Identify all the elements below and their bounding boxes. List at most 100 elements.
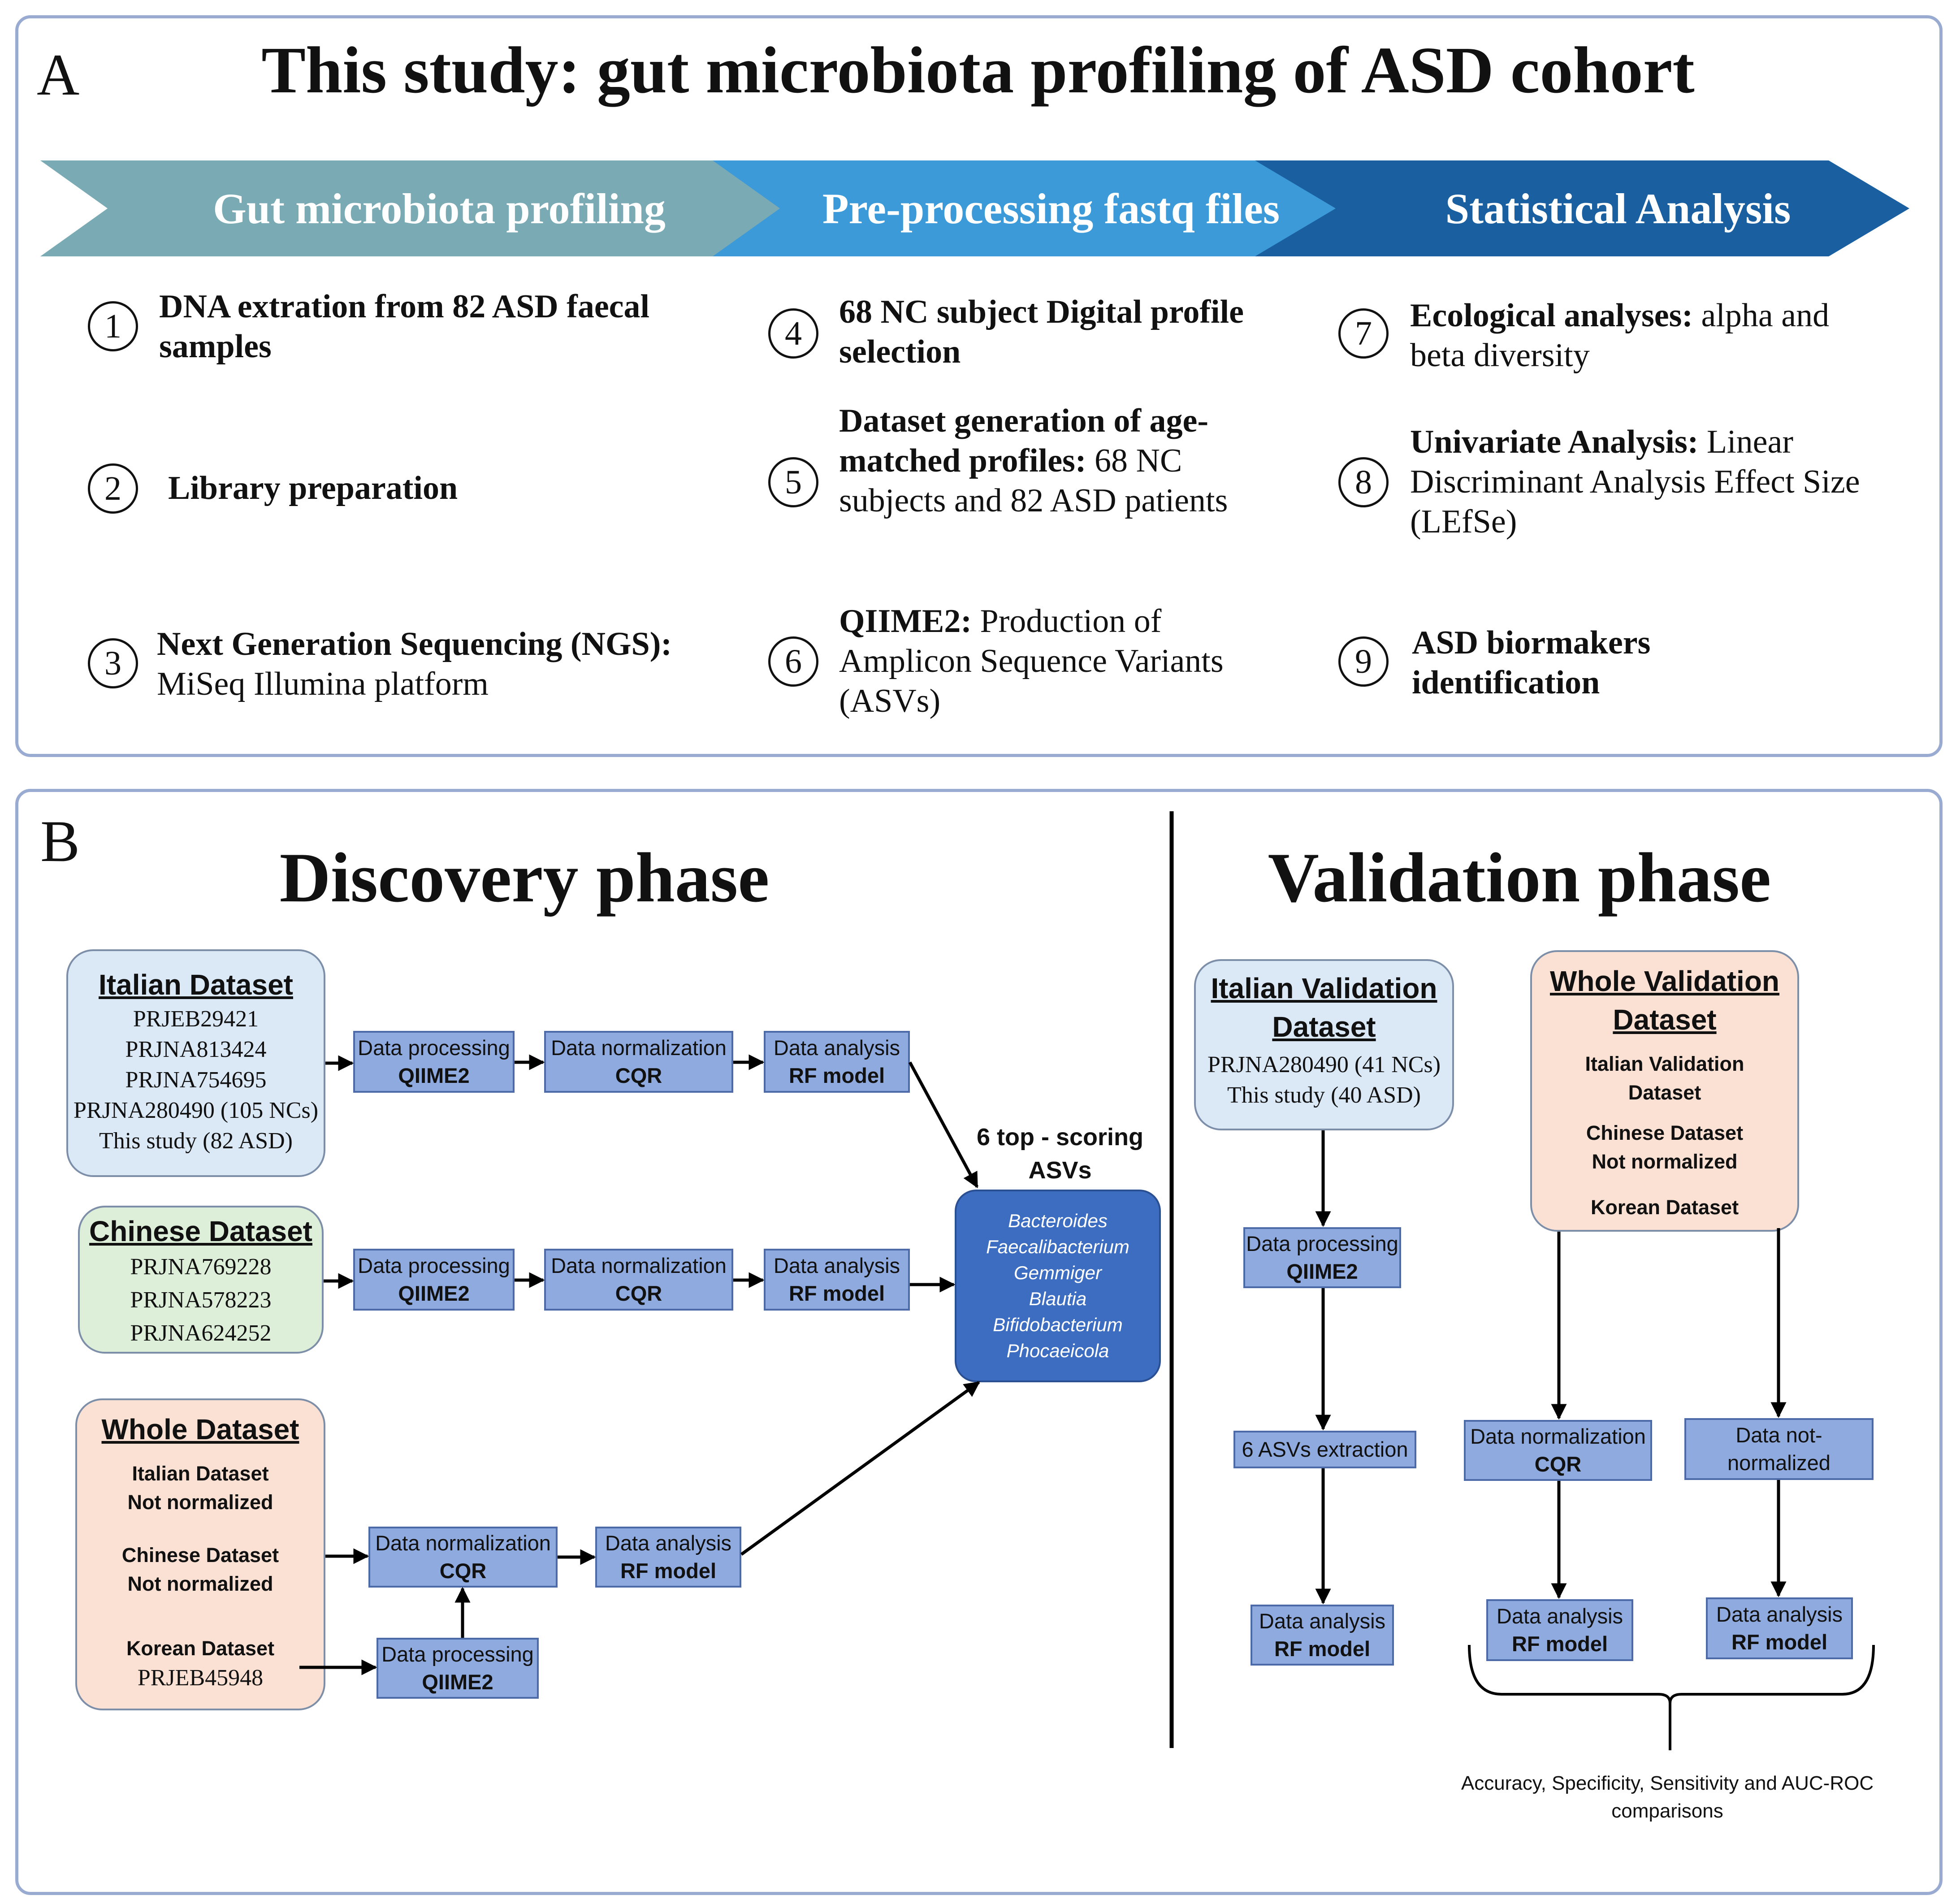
whole-validation-chinese-l1: Chinese Dataset: [1586, 1121, 1744, 1144]
step-circle-6: 6: [768, 636, 818, 687]
normalization-box-validation: Data normalization CQR: [1464, 1420, 1652, 1481]
step-3-bold: Next Generation Sequencing (NGS):: [157, 626, 672, 662]
chinese-item-3: PRJNA624252: [130, 1320, 272, 1346]
processing-label: Data processing: [358, 1254, 510, 1277]
top-asvs-label: 6 top - scoring ASVs: [937, 1121, 1183, 1187]
step-2-bold: Library preparation: [168, 470, 458, 506]
qiime-label: QIIME2: [398, 1064, 470, 1087]
processing-box-italian: Data processing QIIME2: [353, 1031, 515, 1093]
top-asvs-label-l2: ASVs: [1028, 1157, 1092, 1184]
step-8-bold: Univariate Analysis:: [1410, 424, 1699, 460]
whole-validation-korean: Korean Dataset: [1590, 1196, 1739, 1219]
whole-chinese-l1: Chinese Dataset: [121, 1544, 279, 1566]
step-7-rest: alpha and beta diversity: [1410, 297, 1830, 374]
panel-a: [15, 15, 1943, 757]
italian-item-2: PRJNA813424: [125, 1037, 267, 1062]
rf-label: RF model: [788, 1064, 885, 1087]
whole-validation-box: Whole Validation Dataset Italian Validat…: [1530, 950, 1799, 1232]
step-text-3: Next Generation Sequencing (NGS): MiSeq …: [157, 624, 749, 704]
normalization-label: Data normalization: [375, 1531, 551, 1555]
top-asvs-label-l1: 6 top - scoring: [976, 1124, 1143, 1151]
chinese-dataset-title: Chinese Dataset: [89, 1215, 312, 1247]
qiime-label: QIIME2: [1286, 1259, 1358, 1283]
italian-item-4: PRJNA280490 (105 NCs): [73, 1098, 319, 1123]
whole-validation-italian-l2: Dataset: [1628, 1081, 1701, 1104]
step-text-7: Ecological analyses: alpha and beta dive…: [1410, 296, 1858, 376]
cqr-label: CQR: [615, 1064, 662, 1087]
step-circle-3: 3: [88, 638, 138, 688]
normalization-label: Data normalization: [1470, 1424, 1646, 1448]
processing-label: Data processing: [358, 1036, 510, 1060]
step-8-rest: Linear Discriminant Analysis Effect Size…: [1410, 424, 1860, 540]
not-normalized-box: Data not- normalized: [1684, 1418, 1874, 1480]
whole-validation-chinese-l2: Not normalized: [1592, 1150, 1738, 1173]
cqr-label: CQR: [439, 1559, 487, 1583]
arrow-label-2: Pre-processing fastq files: [822, 184, 1280, 233]
step-circle-8: 8: [1338, 457, 1389, 507]
panel-b-letter: B: [40, 808, 80, 874]
whole-korean-l1: Korean Dataset: [126, 1637, 275, 1660]
italian-validation-item-1: PRJNA280490 (41 NCs): [1207, 1052, 1441, 1077]
italian-item-1: PRJEB29421: [133, 1006, 259, 1032]
italian-validation-title-l1: Italian Validation: [1211, 972, 1437, 1004]
step-circle-4: 4: [768, 308, 818, 359]
taxon-3: Gemmiger: [1013, 1262, 1102, 1283]
italian-dataset-box: Italian Dataset PRJEB29421 PRJNA813424 P…: [66, 949, 325, 1177]
not-normalized-l1: Data not-: [1735, 1423, 1822, 1447]
validation-title: Validation phase: [1268, 839, 1771, 917]
arrow-label-3: Statistical Analysis: [1445, 184, 1791, 233]
cqr-label: CQR: [1534, 1452, 1582, 1476]
step-3-rest: MiSeq Illumina platform: [157, 666, 489, 702]
analysis-label: Data analysis: [1496, 1604, 1623, 1628]
taxon-6: Phocaeicola: [1006, 1340, 1109, 1361]
analysis-box-italian: Data analysis RF model: [764, 1031, 910, 1093]
chinese-dataset-box: Chinese Dataset PRJNA769228 PRJNA578223 …: [78, 1206, 324, 1354]
arrow-label-1: Gut microbiota profiling: [213, 184, 666, 233]
rf-label: RF model: [1274, 1637, 1371, 1661]
normalization-box-italian: Data normalization CQR: [544, 1031, 733, 1093]
rf-label: RF model: [1731, 1630, 1828, 1654]
whole-dataset-title: Whole Dataset: [101, 1413, 299, 1445]
normalization-box-chinese: Data normalization CQR: [544, 1249, 733, 1311]
analysis-box-validation: Data analysis RF model: [1251, 1605, 1394, 1666]
whole-korean-l2: PRJEB45948: [137, 1665, 264, 1691]
analysis-box-chinese: Data analysis RF model: [764, 1249, 910, 1311]
whole-validation-title-l2: Dataset: [1613, 1004, 1717, 1036]
step-6-rest: Production of Amplicon Sequence Variants…: [839, 603, 1224, 719]
discovery-title: Discovery phase: [279, 839, 770, 917]
step-5-rest: 68 NC subjects and 82 ASD patients: [839, 442, 1228, 519]
arrow-it-asv: [908, 1061, 979, 1189]
arrow-preprocessing: [713, 160, 1340, 256]
italian-validation-title-l2: Dataset: [1272, 1011, 1376, 1043]
arrow-statistics: [1255, 160, 1909, 256]
step-5-bold: Dataset generation of age-matched profil…: [839, 402, 1209, 479]
step-text-4: 68 NC subject Digital profile selection: [839, 292, 1314, 372]
step-text-1: DNA extration from 82 ASD faecal samples: [159, 287, 679, 367]
step-circle-5: 5: [768, 457, 818, 507]
italian-validation-box: Italian Validation Dataset PRJNA280490 (…: [1194, 959, 1454, 1130]
whole-validation-title-l1: Whole Validation: [1549, 965, 1780, 997]
panel-a-letter: A: [37, 42, 80, 108]
processing-box-chinese: Data processing QIIME2: [353, 1249, 515, 1311]
processing-label: Data processing: [1246, 1232, 1398, 1255]
processing-box-validation: Data processing QIIME2: [1243, 1227, 1401, 1288]
cqr-label: CQR: [615, 1281, 662, 1305]
taxon-5: Bifidobacterium: [993, 1314, 1123, 1335]
step-9-bold: ASD biormakers identification: [1412, 624, 1651, 701]
arrow-wh-asv: [740, 1381, 980, 1556]
step-text-9: ASD biormakers identification: [1412, 623, 1753, 703]
panel-a-title: This study: gut microbiota profiling of …: [261, 34, 1695, 107]
normalization-label: Data normalization: [551, 1254, 727, 1277]
processing-box-korean: Data processing QIIME2: [376, 1638, 539, 1699]
normalization-label: Data normalization: [551, 1036, 727, 1060]
taxon-2: Faecalibacterium: [986, 1236, 1129, 1257]
whole-dataset-box: Whole Dataset Italian Dataset Not normal…: [75, 1398, 325, 1710]
analysis-label: Data analysis: [605, 1531, 732, 1555]
comparison-note: Accuracy, Specificity, Sensitivity and A…: [1412, 1770, 1923, 1825]
taxon-4: Blautia: [1029, 1288, 1087, 1309]
step-circle-7: 7: [1338, 308, 1389, 359]
whole-italian-l1: Italian Dataset: [132, 1462, 269, 1485]
step-text-6: QIIME2: Production of Amplicon Sequence …: [839, 601, 1296, 721]
